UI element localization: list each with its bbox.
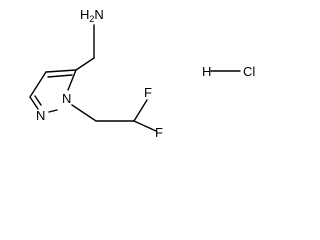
bond-c5-c4-double	[47, 74, 73, 78]
bond-c-f-bottom	[133, 120, 157, 132]
bond-c5-n1	[67, 69, 77, 91]
molecule-canvas: H2N N N F F H Cl	[29, 7, 255, 140]
hcl-hydrogen: H	[202, 64, 211, 79]
bond-c4-c3	[29, 71, 47, 98]
bond-lines	[29, 24, 241, 132]
bond-c-f-top	[133, 99, 148, 122]
fluorine-top: F	[144, 85, 152, 100]
bond-c5-ch2	[75, 57, 95, 71]
hcl-chlorine: Cl	[243, 64, 255, 79]
bond-c3-n2	[29, 96, 39, 110]
amine-label: H2N	[80, 7, 104, 24]
bond-c5-c4	[45, 69, 77, 73]
ring-nitrogen-1: N	[62, 91, 71, 106]
bond-n2-n1	[48, 109, 58, 113]
bond-n1-ch2	[71, 104, 97, 122]
fluorine-bottom: F	[155, 125, 163, 140]
ring-nitrogen-2: N	[36, 108, 45, 123]
structure-diagram: H2N N N F F H Cl	[0, 0, 262, 144]
bond-c3-n2-double	[34, 95, 42, 106]
